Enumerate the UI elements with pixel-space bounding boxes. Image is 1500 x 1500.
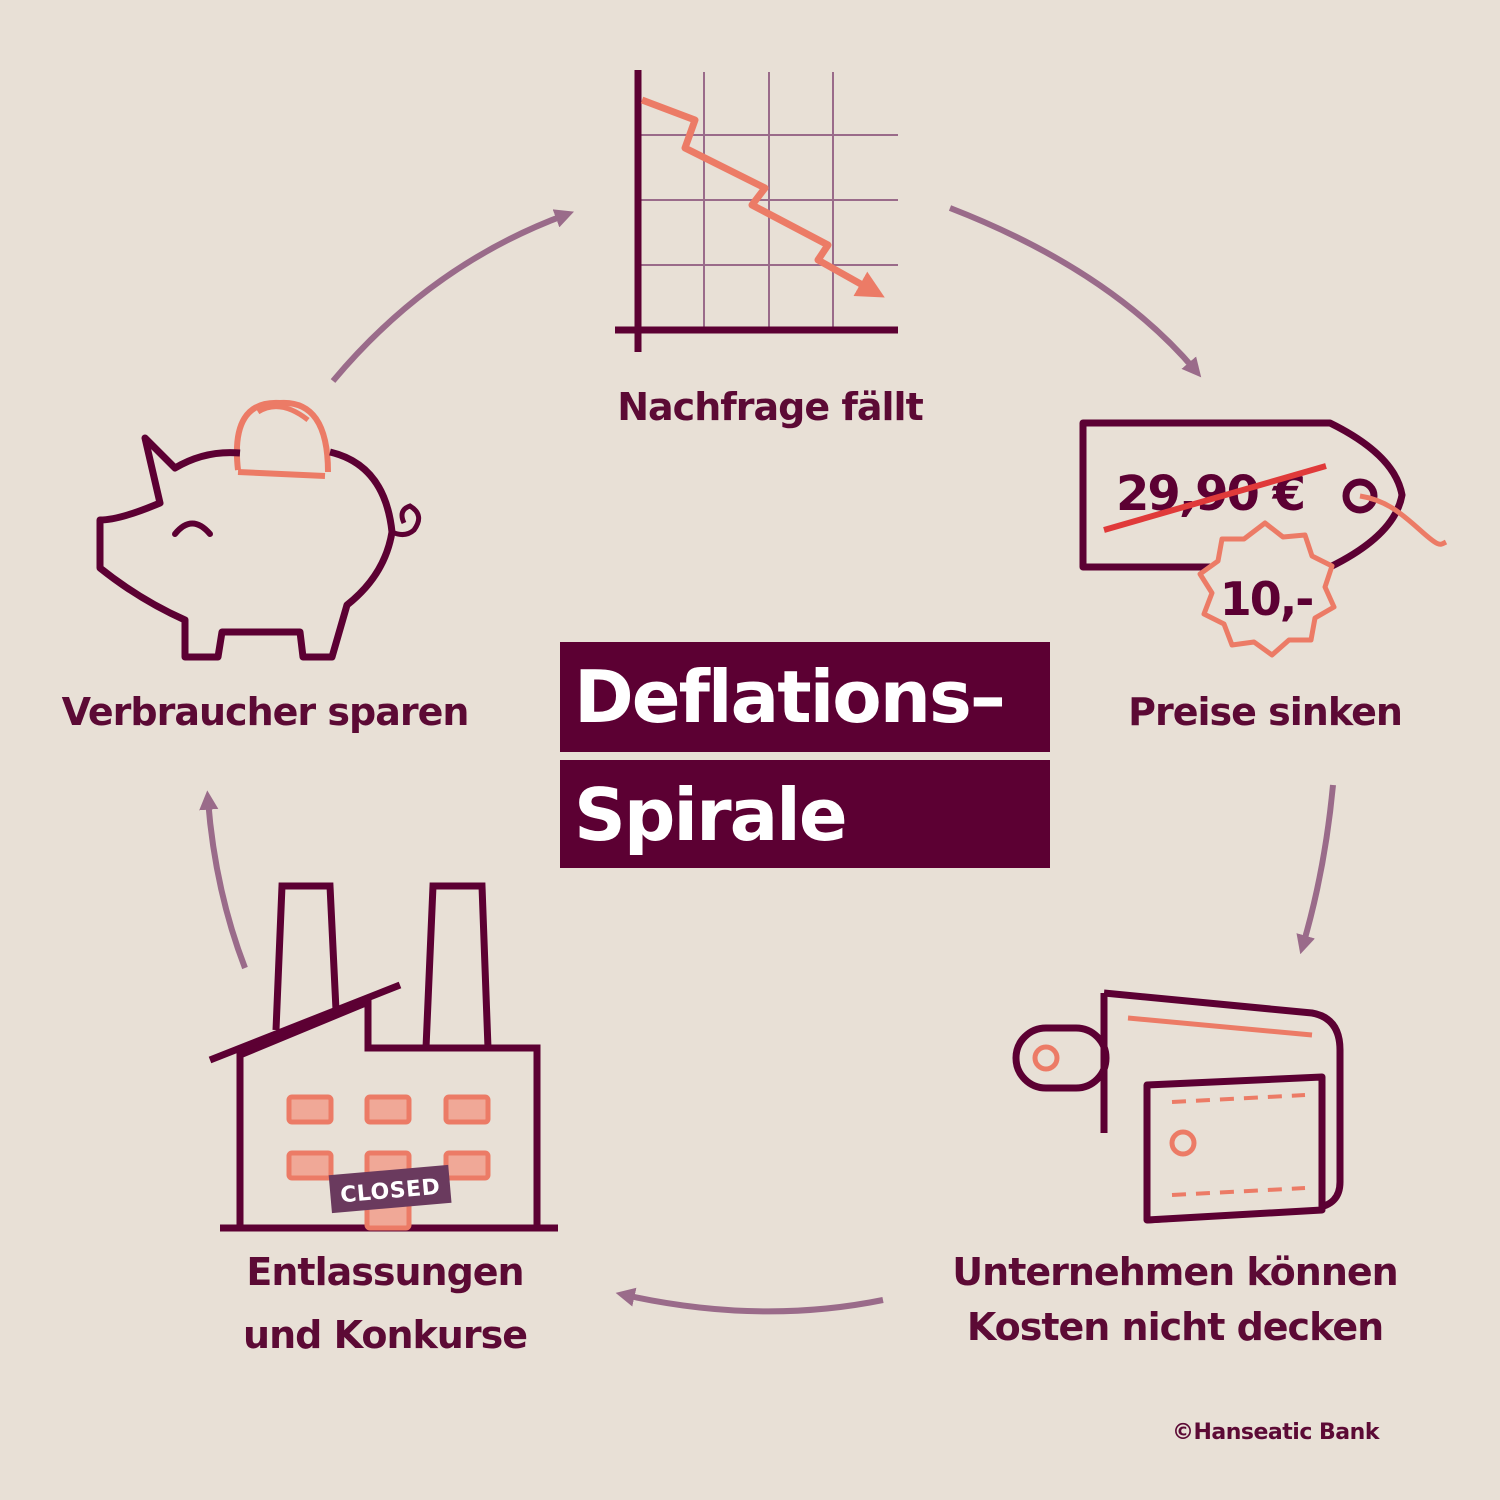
step-label-demand: Nachfrage fällt: [617, 385, 924, 429]
title-line-2: Spirale: [560, 760, 1050, 868]
title-line-1: Deflations–: [560, 642, 1050, 752]
old-price: 29,90 €: [1116, 466, 1304, 522]
step-label-prices: Preise sinken: [1128, 690, 1403, 734]
piggy-bank-icon: [96, 399, 422, 661]
closed-sign: CLOSED: [328, 1164, 452, 1214]
cycle-arrow-demand-to-prices: [948, 205, 1202, 378]
step-label-costs-line1: Unternehmen können: [952, 1250, 1398, 1294]
step-label-savings: Verbraucher sparen: [61, 690, 470, 734]
wallet-icon: [1012, 989, 1344, 1224]
step-label-layoffs-line1: Entlassungen: [246, 1250, 524, 1294]
copyright: ©Hanseatic Bank: [1172, 1420, 1379, 1445]
price-strikethrough: [1103, 463, 1327, 533]
closed-factory-icon: CLOSED: [208, 882, 558, 1232]
cycle-arrow-costs-to-layoffs: [615, 1287, 884, 1315]
cycle-arrow-layoffs-to-savings: [199, 790, 248, 970]
step-label-layoffs-line2: und Konkurse: [243, 1313, 528, 1357]
sale-starburst: 10,-: [1197, 520, 1337, 658]
cycle-arrow-prices-to-costs: [1296, 784, 1336, 955]
step-label-costs-line2: Kosten nicht decken: [966, 1305, 1384, 1349]
price-tag-icon: 29,90 € 10,-: [1079, 419, 1448, 658]
cycle-arrow-savings-to-demand: [330, 209, 575, 383]
new-price: 10,-: [1220, 572, 1313, 626]
falling-chart-icon: [615, 70, 898, 352]
